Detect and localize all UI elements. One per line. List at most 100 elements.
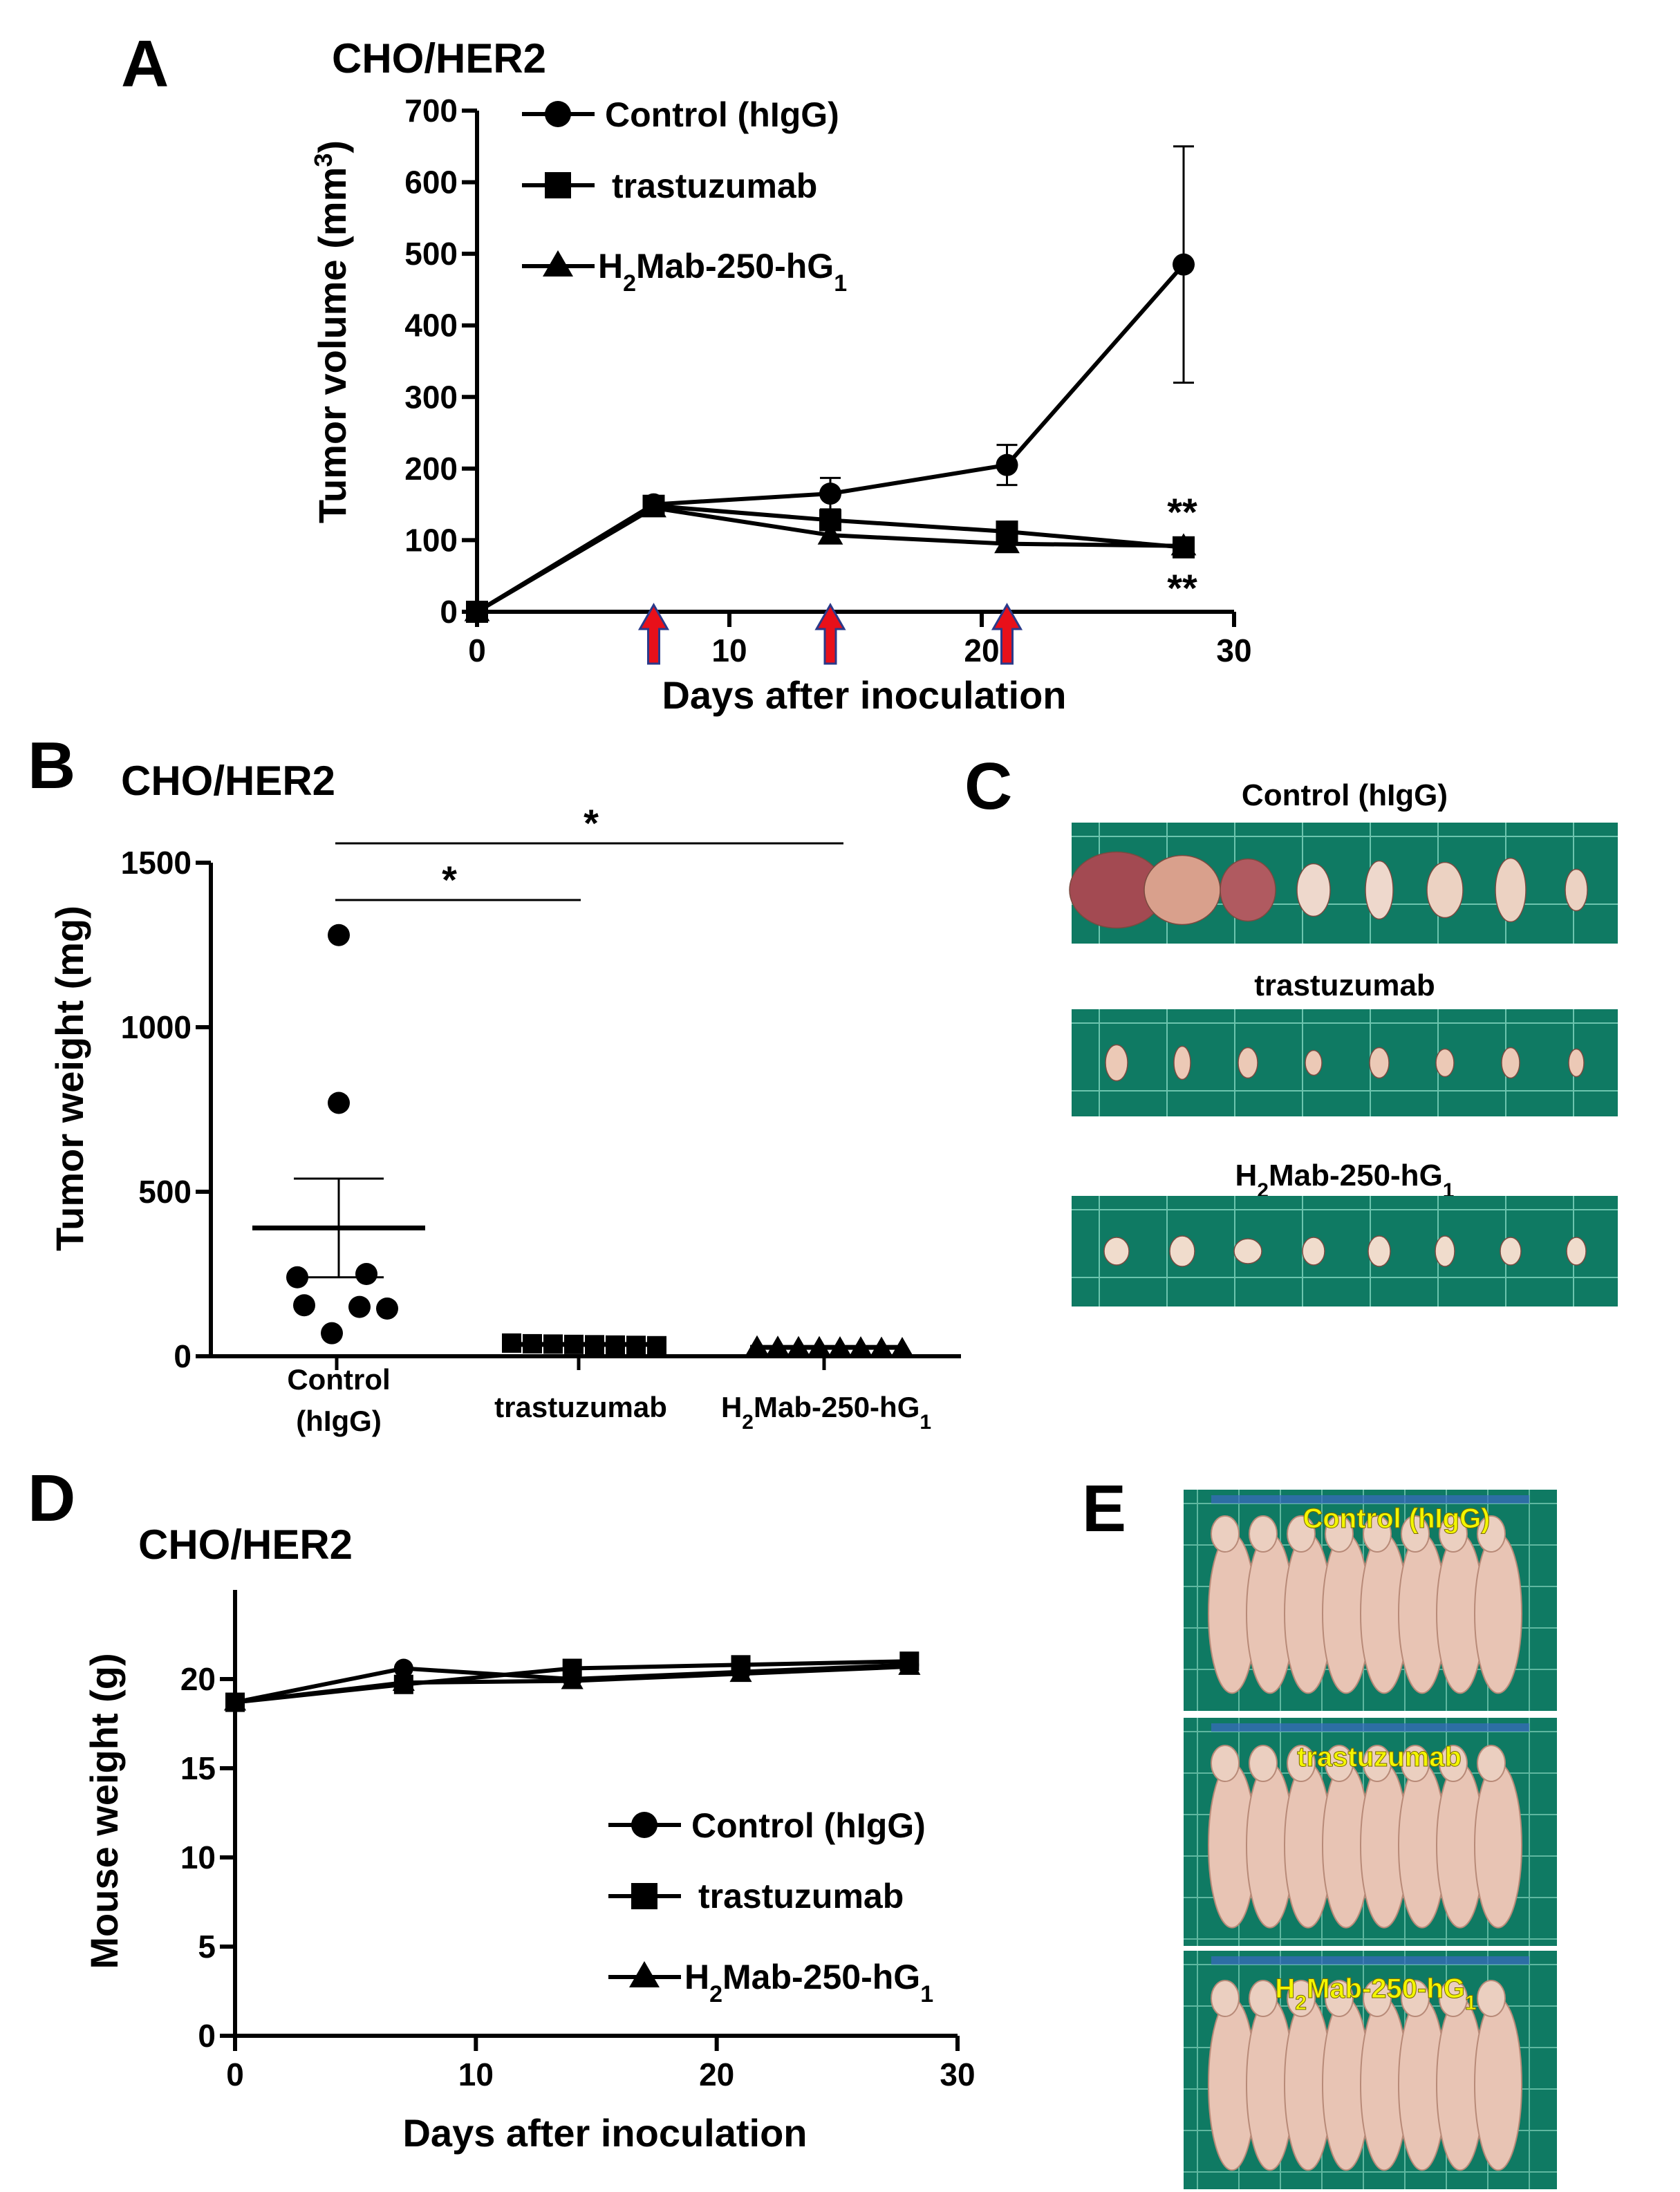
y-tick-label: 1500 [121, 845, 192, 881]
tumor-specimen [1238, 1047, 1258, 1079]
tumor-photo-trastuzumab [1072, 1009, 1618, 1116]
y-tick-label: 10 [180, 1839, 216, 1875]
panel-d-title: CHO/HER2 [138, 1521, 353, 1568]
panel-e: E Control (hIgG) trastuzumab H2Mab-250-h… [1082, 1472, 1557, 2189]
legend-label-trastuzumab: trastuzumab [612, 167, 817, 205]
mouse-photo-label-h2mab: H2Mab-250-hG1 [1275, 1974, 1476, 2014]
data-point [321, 1322, 343, 1345]
data-point [348, 1295, 371, 1318]
panel-b-significance-narrow: * [442, 858, 457, 901]
tray-background [1072, 1009, 1618, 1116]
x-tick-label: 30 [940, 2057, 975, 2092]
data-point [328, 1092, 350, 1114]
mouse-head [1363, 1515, 1392, 1553]
x-tick-label: 20 [964, 633, 999, 668]
legend-triangle-marker [629, 1961, 660, 1987]
tumor-specimen [1302, 1237, 1325, 1266]
data-point [464, 599, 490, 621]
mouse-body [1474, 1533, 1522, 1694]
data-point [745, 1335, 769, 1355]
tumor-specimen [1566, 1237, 1587, 1266]
tumor-photo-label-trastuzumab: trastuzumab [1254, 968, 1435, 1002]
mouse-photo-label-control: Control (hIgG) [1303, 1504, 1490, 1534]
mouse-head [1363, 1980, 1392, 2017]
series-triangle [223, 1655, 921, 1711]
tray-background [1072, 1196, 1618, 1306]
legend-square-marker [545, 172, 571, 198]
mouse-head [1401, 1745, 1430, 1782]
data-point [817, 522, 843, 545]
tumor-specimen [1105, 1044, 1128, 1082]
category-label-trastuzumab: trastuzumab [494, 1391, 667, 1423]
mouse-body [1474, 1763, 1522, 1929]
panel-letter-c: C [964, 749, 1012, 823]
y-tick-label: 300 [404, 379, 458, 415]
tumor-specimen [1103, 1237, 1130, 1266]
data-point [1170, 533, 1197, 556]
ruler [1211, 1495, 1529, 1504]
y-tick-label: 0 [198, 2018, 216, 2054]
tumor-photo-label-control: Control (hIgG) [1242, 778, 1448, 812]
data-point [293, 1294, 315, 1317]
tumor-specimen [1305, 1049, 1323, 1076]
series-line [476, 263, 1186, 614]
panel-c: C Control (hIgG) trastuzumab H2Mab-250-h… [964, 749, 1618, 1306]
mouse-head [1401, 1980, 1430, 2017]
mouse-head [1439, 1515, 1468, 1553]
tumor-specimen [1501, 1047, 1520, 1079]
data-point [355, 1263, 377, 1285]
x-tick-label: 10 [711, 633, 747, 668]
panel-b-significance-wide: * [584, 801, 599, 845]
panel-letter-d: D [28, 1461, 75, 1535]
panel-b-points [252, 924, 914, 1370]
tumor-specimen [1500, 1237, 1522, 1266]
tumor-specimen [1435, 1235, 1455, 1267]
mouse-photo-h2mab [1184, 1951, 1557, 2189]
panel-a-legend: Control (hIgG) trastuzumab H2Mab-250-hG1 [522, 95, 847, 297]
tumor-specimen [1495, 857, 1527, 923]
panel-d-legend: Control (hIgG) trastuzumab H2Mab-250-hG1 [608, 1806, 933, 2007]
panel-b-significance: * * [335, 801, 843, 901]
data-point [561, 1669, 584, 1689]
panel-letter-e: E [1082, 1472, 1126, 1546]
data-point [393, 1658, 413, 1678]
panel-a-y-axis-title: Tumor volume (mm3) [309, 140, 355, 523]
panel-a-x-axis-title: Days after inoculation [662, 673, 1066, 717]
panel-a-series [464, 145, 1197, 623]
tumor-specimen [1296, 863, 1331, 917]
legend-label-trastuzumab: trastuzumab [698, 1877, 904, 1915]
data-point [392, 1671, 415, 1692]
panel-a-significance-upper: ** [1167, 490, 1197, 534]
x-tick-label: 20 [699, 2057, 734, 2092]
mouse-head [1401, 1515, 1430, 1553]
legend-label-control: Control (hIgG) [691, 1806, 926, 1845]
y-tick-label: 100 [404, 522, 458, 558]
legend-circle-marker [631, 1812, 657, 1838]
tumor-photo-control [1069, 823, 1618, 944]
x-tick-label: 10 [458, 2057, 494, 2092]
mouse-photo-trastuzumab [1184, 1718, 1557, 1946]
panel-a-title: CHO/HER2 [332, 35, 546, 82]
panel-b-y-axis-title: Tumor weight (mg) [48, 906, 91, 1251]
panel-letter-a: A [121, 27, 169, 101]
legend-label-control: Control (hIgG) [605, 95, 839, 134]
category-label-h2mab: H2Mab-250-hG1 [721, 1391, 931, 1434]
tumor-specimen [1144, 854, 1221, 926]
mouse-head [1287, 1980, 1316, 2017]
panel-b-category-labels: Control (hIgG) trastuzumab H2Mab-250-hG1 [287, 1363, 931, 1437]
legend-triangle-marker [543, 250, 573, 277]
legend-label-h2mab: H2Mab-250-hG1 [684, 1958, 933, 2007]
x-tick-label: 30 [1216, 633, 1251, 668]
category-group [252, 924, 425, 1370]
tumor-specimen [1365, 860, 1394, 920]
mouse-head [1249, 1515, 1278, 1553]
tumor-specimen [1173, 1045, 1191, 1080]
category-label-control-line2: (hIgG) [296, 1405, 382, 1437]
mouse-head [1287, 1745, 1316, 1782]
